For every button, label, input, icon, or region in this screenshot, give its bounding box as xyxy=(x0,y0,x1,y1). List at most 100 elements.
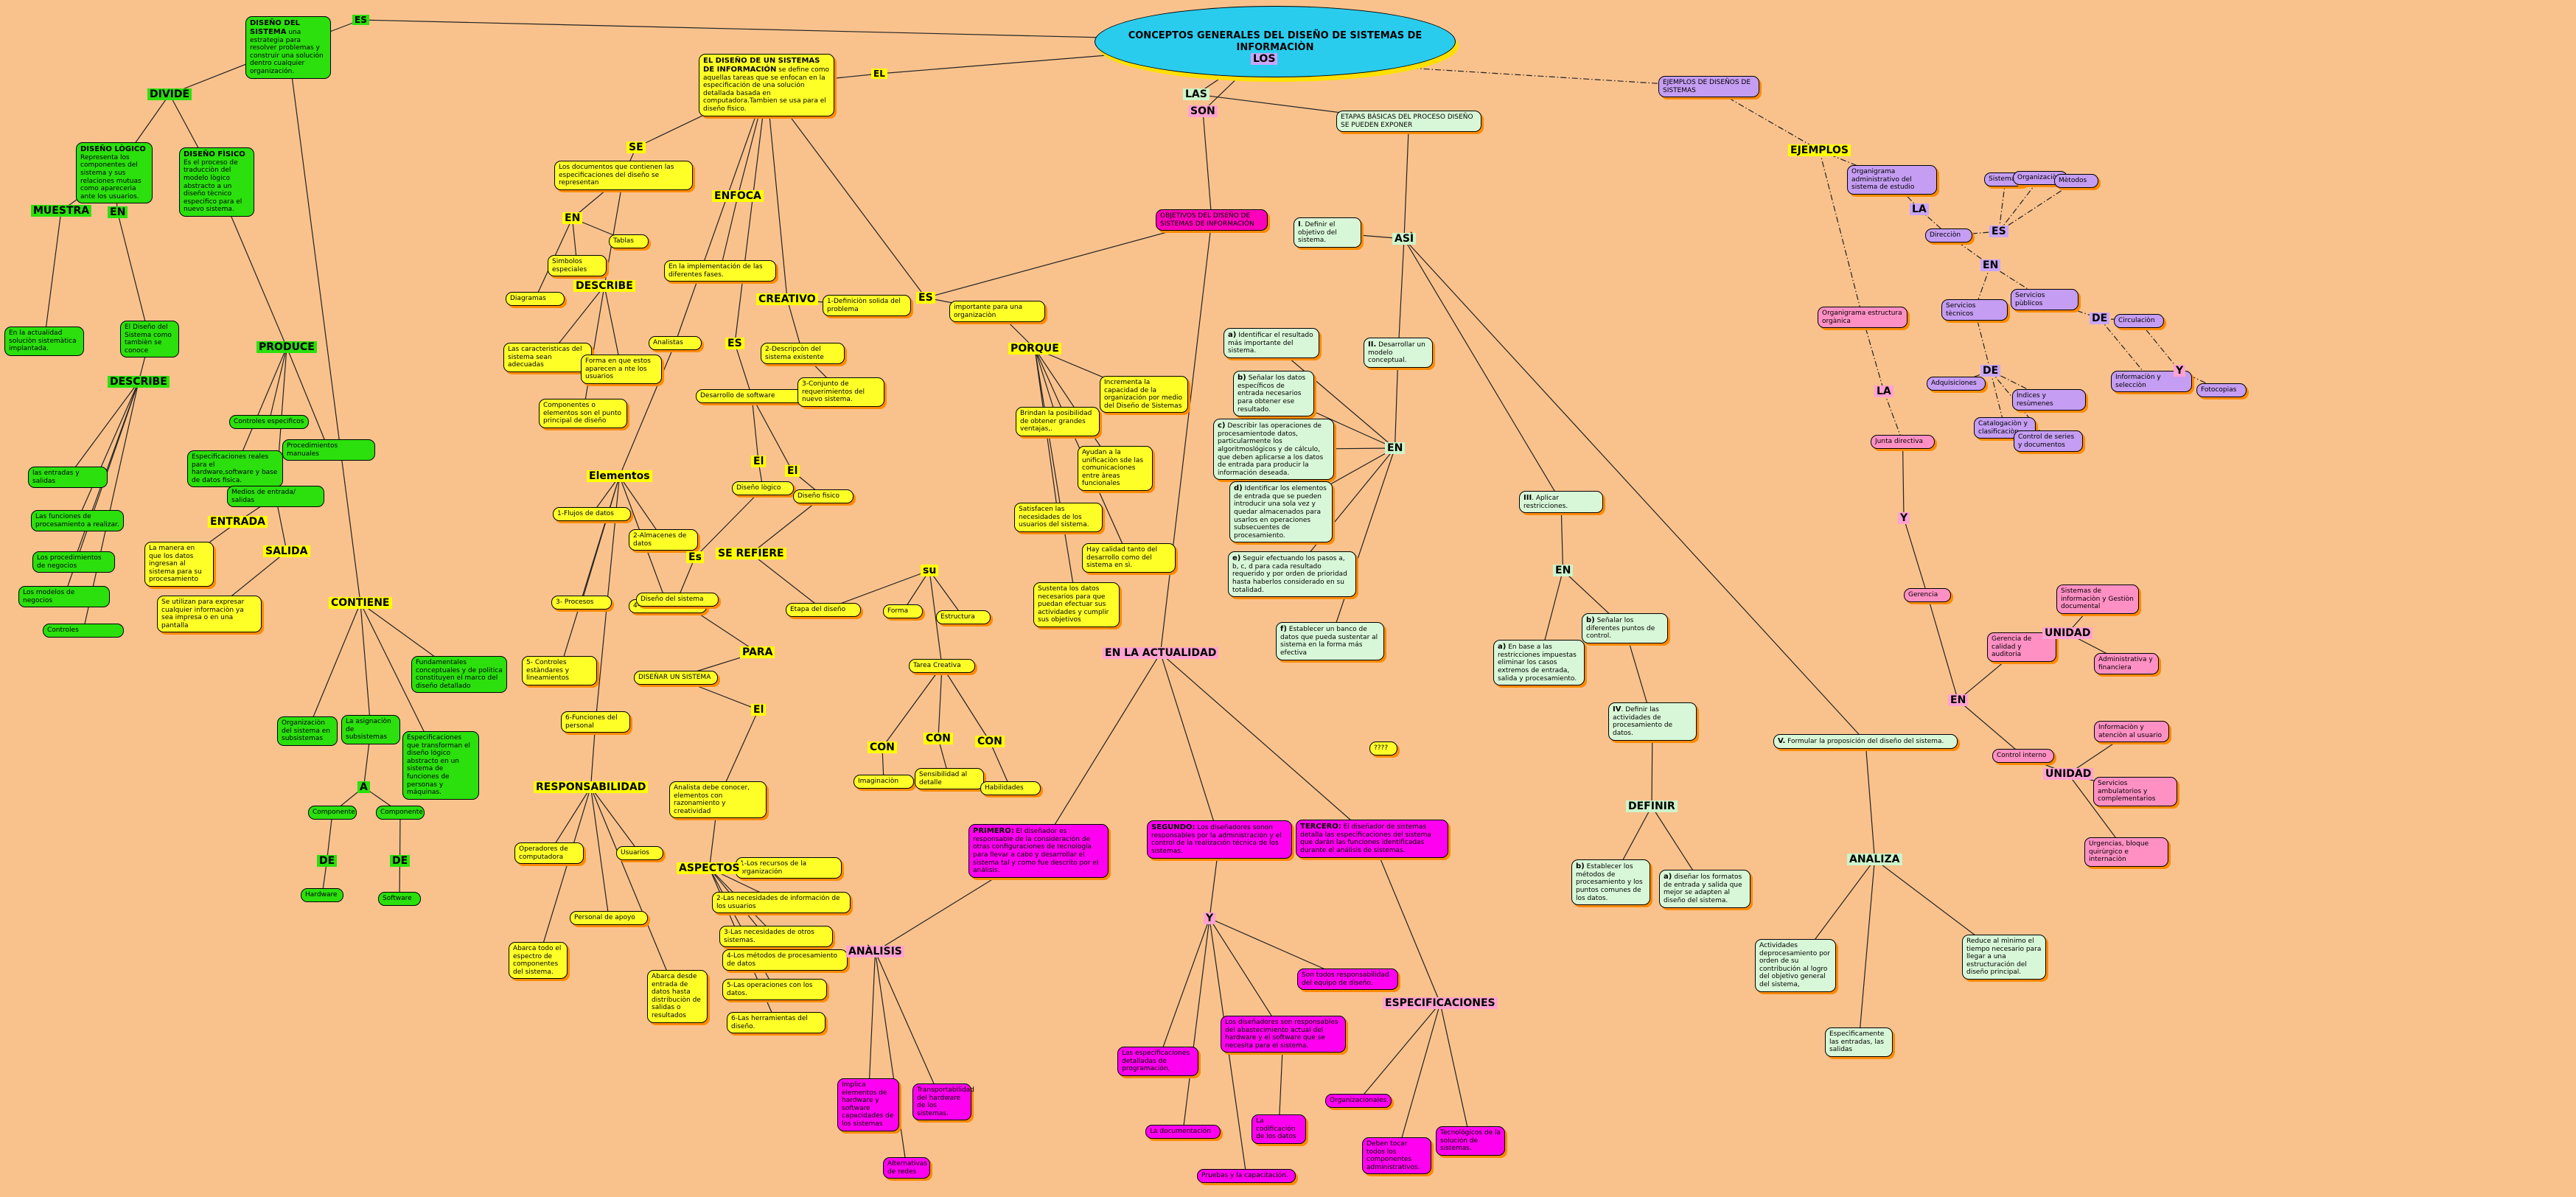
concept-node-n-dfisico[interactable]: DISEÑO FÌSICO Es el proceso de traducciò… xyxy=(179,147,254,217)
link-label-lbl-analisis[interactable]: ANÀLISIS xyxy=(846,946,904,957)
concept-node-n-question[interactable]: ???? xyxy=(1369,741,1397,755)
concept-node-n-organizacionales[interactable]: Organizacionales. xyxy=(1325,1094,1392,1108)
concept-node-n-c1[interactable]: c) Describir las operaciones de procesam… xyxy=(1213,419,1334,481)
link-label-lbl-espec[interactable]: ESPECIFICACIONES xyxy=(1383,997,1498,1009)
concept-node-n-servtec[interactable]: Servicios tècnicos xyxy=(1941,299,2008,321)
concept-node-n-caract[interactable]: Las caracteristicas del sistema sean ade… xyxy=(503,343,592,372)
concept-node-n-entradas[interactable]: las entradas y salidas xyxy=(28,467,108,489)
concept-node-n-conoce[interactable]: El Diseño del Sistema como tambièn se co… xyxy=(120,321,179,358)
concept-node-n-iii[interactable]: III. Aplicar restricciones. xyxy=(1519,491,1603,514)
concept-node-n-gerencia[interactable]: Gerencia xyxy=(1904,588,1951,602)
concept-node-n-asp5[interactable]: 5-Las operaciones con los datos. xyxy=(722,979,827,1001)
map-title[interactable]: CONCEPTOS GENERALES DEL DISEÑO DE SISTEM… xyxy=(1095,6,1456,77)
concept-node-n-personal[interactable]: Personal de apoyo xyxy=(570,911,648,925)
link-label-lbl-enfoca[interactable]: ENFOCA xyxy=(712,190,764,202)
concept-node-n-implica[interactable]: Implica elementos de hardware y software… xyxy=(837,1078,899,1131)
concept-node-n-abarcadesde[interactable]: Abarca desde entrada de datos hasta dist… xyxy=(647,970,708,1023)
link-label-lbl-definir[interactable]: DEFINIR xyxy=(1626,800,1678,812)
concept-node-n-infoatencion[interactable]: Informaciòn y atenciòn al usuario xyxy=(2094,721,2169,743)
link-label-lbl-de2r[interactable]: DE xyxy=(1980,365,2001,377)
concept-node-n-orgsub[interactable]: Organizaciòn del sistema en subsistemas xyxy=(277,716,338,746)
concept-node-n-sontodos[interactable]: Son todos responsabilidad del equipo de … xyxy=(1297,969,1398,991)
concept-node-n-diseno[interactable]: DISEÑO DEL SISTEMA una estrategia para r… xyxy=(245,16,331,79)
link-label-lbl-se[interactable]: SE xyxy=(626,142,646,153)
link-label-lbl-a[interactable]: A xyxy=(357,781,370,793)
concept-node-n-b1[interactable]: b) Señalar los datos específicos de entr… xyxy=(1233,371,1314,417)
link-label-lbl-produce[interactable]: PRODUCE xyxy=(256,341,317,353)
link-label-lbl-en2[interactable]: EN xyxy=(1553,565,1574,576)
concept-node-n-asp4[interactable]: 4-Los métodos de procesamiento de datos xyxy=(722,949,848,971)
concept-node-n-f1[interactable]: f) Establecer un banco de datos que pued… xyxy=(1276,622,1384,660)
concept-node-n-formaen[interactable]: Forma en que estos aparecen a nte los us… xyxy=(581,355,662,384)
link-label-lbl-entrada[interactable]: ENTRADA xyxy=(208,516,268,528)
link-label-lbl-es-c[interactable]: ES xyxy=(725,338,744,349)
link-label-lbl-ejemplos[interactable]: EJEMPLOS xyxy=(1788,144,1851,156)
link-label-lbl-salida[interactable]: SALIDA xyxy=(263,545,310,557)
concept-node-n-debentocar[interactable]: Deben tocar todos los componentes admini… xyxy=(1362,1137,1431,1175)
link-label-lbl-el[interactable]: EL xyxy=(871,69,887,79)
concept-node-n-6funciones[interactable]: 6-Funciones del personal xyxy=(561,711,630,733)
concept-node-n-especificamente[interactable]: Especìficamente las entradas, las salida… xyxy=(1825,1027,1893,1057)
concept-node-n-pruebas[interactable]: Pruebas y la capacitación. xyxy=(1197,1169,1296,1183)
concept-node-n-estructura[interactable]: Estructura xyxy=(936,610,991,624)
link-label-lbl-enlaact[interactable]: EN LA ACTUALIDAD xyxy=(1103,647,1219,659)
concept-node-n-a1[interactable]: a) Identificar el resultado más importan… xyxy=(1224,328,1319,359)
concept-node-n-importante[interactable]: importante para una organizaciòn xyxy=(949,301,1045,323)
concept-node-n-comp1[interactable]: Componente xyxy=(308,806,357,820)
concept-node-n-fotocopias[interactable]: Fotocopias xyxy=(2196,383,2247,397)
link-label-lbl-de2[interactable]: DE xyxy=(390,855,411,867)
concept-node-n-v[interactable]: V. Formular la proposición del diseño de… xyxy=(1773,734,1958,749)
concept-node-n-ii[interactable]: II. Desarrollar un modelo conceptual. xyxy=(1364,338,1433,369)
concept-node-n-a3[interactable]: a) diseñar los formatos de entrada y sal… xyxy=(1659,870,1751,908)
concept-node-n-disenarsist[interactable]: DISEÑAR UN SISTEMA xyxy=(634,671,718,685)
concept-node-n-e1[interactable]: e) Seguir efectuando los pasos a, b, c, … xyxy=(1228,551,1356,598)
concept-node-n-organizacion[interactable]: Organizaciòn xyxy=(2013,171,2067,185)
concept-node-n-actividades[interactable]: Actividades deprocesamiento por orden de… xyxy=(1755,939,1836,992)
link-label-lbl-asi[interactable]: ASÌ xyxy=(1392,233,1417,245)
concept-node-n-disesist[interactable]: Diseño del sistema xyxy=(636,593,719,607)
concept-node-n-junta[interactable]: Junta directiva xyxy=(1871,435,1935,449)
link-label-lbl-los[interactable]: LOS xyxy=(1251,53,1278,65)
concept-node-n-codificacion[interactable]: La codificación de los datos xyxy=(1252,1114,1306,1144)
concept-node-n-incrementa[interactable]: Incrementa la capacidad de la organizaci… xyxy=(1100,376,1188,413)
concept-node-n-tablas[interactable]: Tablas xyxy=(609,234,649,248)
concept-node-n-modneg[interactable]: Los modelos de negocios xyxy=(18,586,110,608)
concept-node-n-usuarios[interactable]: Usuarios xyxy=(616,846,663,860)
concept-node-n-admfin[interactable]: Administrativa y financiera xyxy=(2094,653,2159,675)
concept-node-n-d1[interactable]: d) Identificar los elementos de entrada … xyxy=(1229,481,1333,543)
concept-node-n-habilidades[interactable]: Habilidades xyxy=(980,781,1041,795)
link-label-lbl-y-d[interactable]: Y xyxy=(2174,365,2186,377)
concept-node-n-analistadebe[interactable]: Analista debe conocer, elementos con raz… xyxy=(669,781,767,819)
concept-node-n-alternativas[interactable]: Alternativas de redes xyxy=(883,1157,930,1179)
concept-node-n-forma[interactable]: Forma xyxy=(883,604,923,618)
concept-node-n-a2[interactable]: a) En base a las restricciones impuestas… xyxy=(1493,640,1585,686)
concept-node-n-satisfacen[interactable]: Satisfacen las necesidades de los usuari… xyxy=(1014,503,1103,532)
concept-node-n-tecnologicos[interactable]: Tecnológicos de la solución de sistemas. xyxy=(1436,1126,1505,1156)
concept-node-n-diagramas[interactable]: Diagramas xyxy=(506,292,565,306)
link-label-lbl-el1[interactable]: El xyxy=(751,456,767,467)
concept-node-n-sustenta[interactable]: Sustenta los datos necesarios para que p… xyxy=(1033,582,1120,628)
link-label-lbl-aspectos[interactable]: ASPECTOS xyxy=(677,862,742,874)
concept-node-n-metodos[interactable]: Mètodos xyxy=(2054,174,2098,188)
concept-node-n-controlint[interactable]: Control interno xyxy=(1992,749,2054,763)
concept-node-n-primero[interactable]: PRIMERO: El diseñador es responsable de … xyxy=(968,824,1109,878)
link-label-lbl-unidad2[interactable]: UNIDAD xyxy=(2043,768,2094,780)
concept-node-n-espdet[interactable]: Las especificaciones detalladas de progr… xyxy=(1117,1047,1198,1076)
concept-node-n-objetivos[interactable]: OBJETIVOS DEL DISEÑO DE SISTEMAS DE INFO… xyxy=(1156,209,1268,231)
link-label-lbl-es2[interactable]: Es xyxy=(686,551,704,563)
concept-node-n-fundamentales[interactable]: Fundamentales conceptuales y de politica… xyxy=(411,656,507,694)
concept-node-n-manera[interactable]: La manera en que los datos ingresan al s… xyxy=(144,542,214,587)
concept-node-n-haycalidad[interactable]: Hay calidad tanto del desarrollo como de… xyxy=(1082,543,1176,573)
concept-node-n-medios[interactable]: Medios de entrada/ salidas xyxy=(227,486,324,508)
link-label-lbl-es-d[interactable]: ES xyxy=(1989,226,2008,237)
concept-node-n-controles[interactable]: Controles xyxy=(43,624,124,638)
link-label-lbl-de1r[interactable]: DE xyxy=(2090,313,2110,324)
link-label-lbl-en-g[interactable]: EN xyxy=(1948,694,1969,706)
link-label-lbl-con3[interactable]: CON xyxy=(975,736,1005,747)
concept-node-n-contesp[interactable]: Controles especificos xyxy=(229,415,309,429)
concept-node-n-tarea[interactable]: Tarea Creativa xyxy=(909,659,975,673)
concept-node-n-urgencias[interactable]: Urgencias, bloque quirùrgico e internaci… xyxy=(2084,837,2168,867)
concept-node-n-b2[interactable]: b) Señalar los diferentes puntos de cont… xyxy=(1582,613,1668,644)
concept-node-n-dfis[interactable]: Diseño fisico xyxy=(793,489,854,503)
link-label-lbl-en-hub[interactable]: EN xyxy=(1385,442,1406,454)
